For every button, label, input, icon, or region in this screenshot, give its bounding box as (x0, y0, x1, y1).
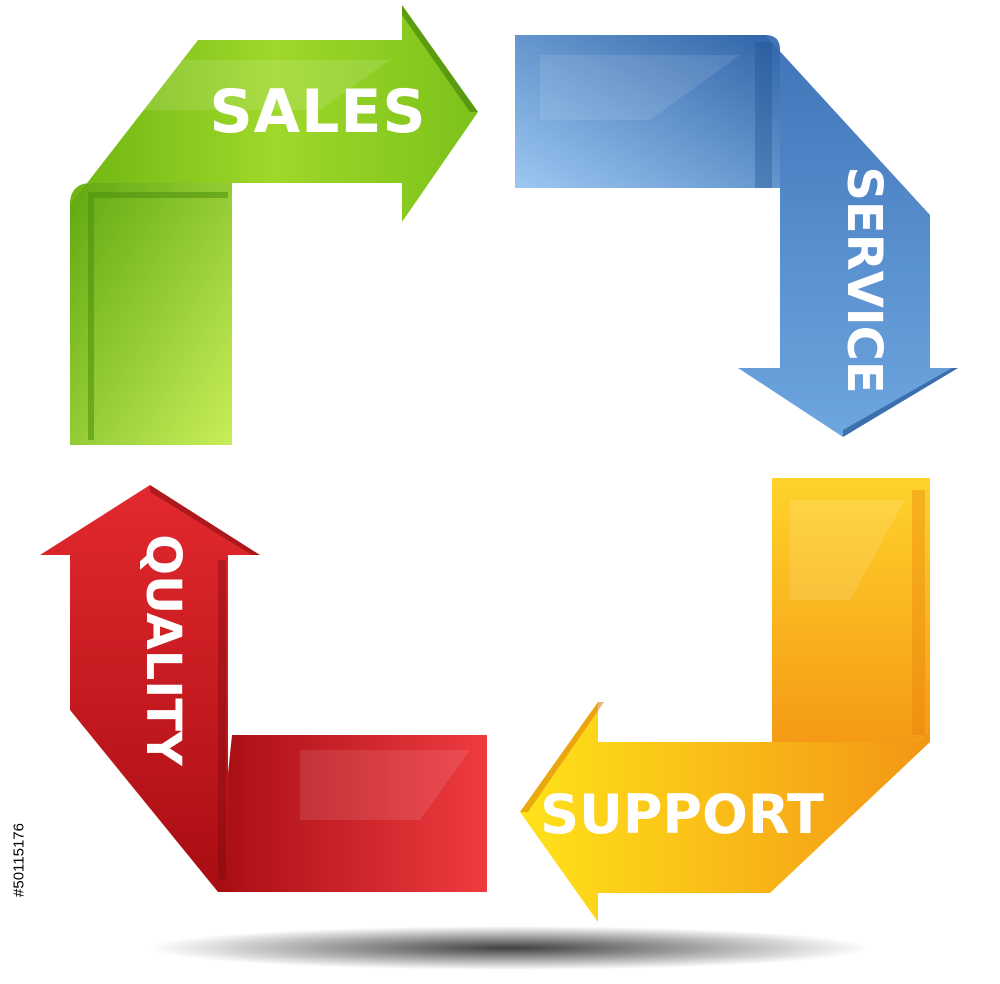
quality-label: QUALITY (135, 534, 191, 767)
stock-id: #50115176 (4, 770, 34, 950)
stock-id-text: #50115176 (10, 823, 28, 897)
support-label: SUPPORT (540, 783, 824, 846)
sales-label: SALES (209, 77, 426, 147)
drop-shadow (150, 926, 870, 970)
quality-arrow (40, 485, 487, 892)
support-arrow (520, 478, 930, 922)
sales-arrow (70, 5, 478, 445)
service-label: SERVICE (836, 166, 892, 393)
service-arrow (515, 35, 958, 437)
